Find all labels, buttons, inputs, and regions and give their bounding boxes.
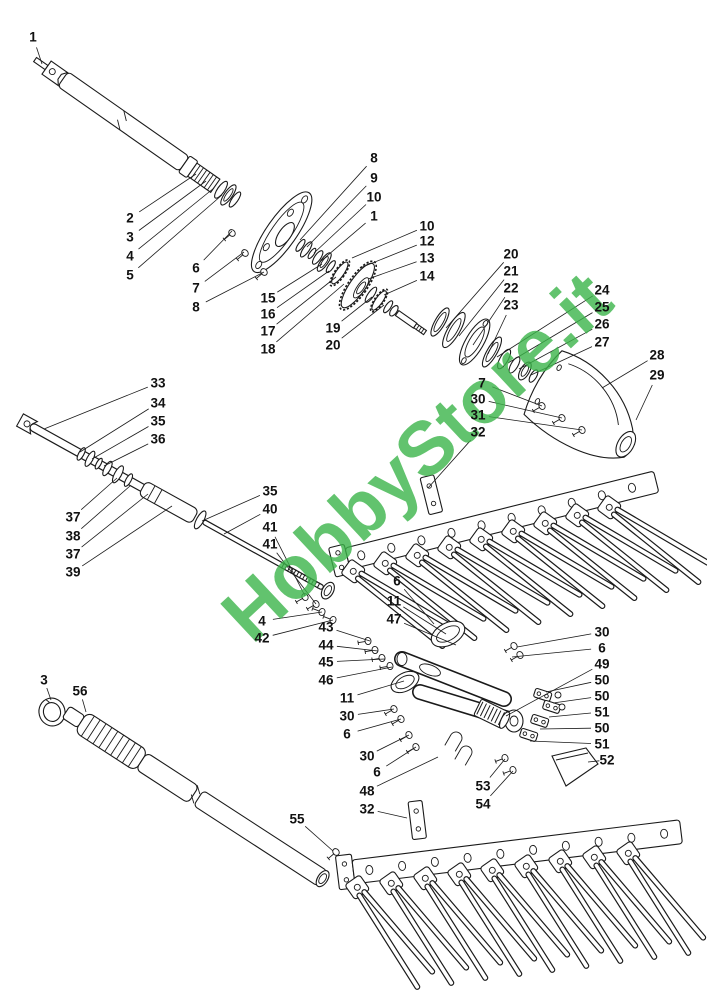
part-number-label-30: 30 xyxy=(339,708,355,724)
part-number-label-25: 25 xyxy=(594,299,610,315)
part-number-label-37: 37 xyxy=(65,546,81,562)
part-number-label-8: 8 xyxy=(370,150,378,166)
part-number-label-7: 7 xyxy=(192,280,200,296)
part-number-label-35: 35 xyxy=(150,413,166,429)
part-number-label-11: 11 xyxy=(386,593,402,609)
part-number-label-16: 16 xyxy=(260,306,276,322)
part-number-label-6: 6 xyxy=(343,726,351,742)
part-number-label-47: 47 xyxy=(386,611,402,627)
part-number-label-56: 56 xyxy=(72,683,88,699)
input-shaft-assembly xyxy=(32,56,428,336)
part-number-label-10: 10 xyxy=(419,218,435,234)
part-number-label-41: 41 xyxy=(262,519,278,535)
lever-assembly xyxy=(357,620,599,787)
leader-lines xyxy=(36,47,653,852)
part-number-label-20: 20 xyxy=(325,337,341,353)
part-number-label-30: 30 xyxy=(359,748,375,764)
part-number-label-45: 45 xyxy=(318,654,334,670)
part-number-label-51: 51 xyxy=(594,704,610,720)
part-number-label-34: 34 xyxy=(150,395,166,411)
part-number-label-51: 51 xyxy=(594,736,610,752)
part-number-label-12: 12 xyxy=(419,233,435,249)
part-number-label-52: 52 xyxy=(599,752,615,768)
part-number-label-54: 54 xyxy=(475,796,491,812)
part-number-label-6: 6 xyxy=(373,764,381,780)
part-number-label-48: 48 xyxy=(359,783,375,799)
part-number-label-31: 31 xyxy=(470,407,486,423)
part-number-label-7: 7 xyxy=(478,375,486,391)
part-number-label-13: 13 xyxy=(419,250,435,266)
part-number-label-6: 6 xyxy=(192,260,200,276)
part-number-label-32: 32 xyxy=(470,424,486,440)
part-number-label-26: 26 xyxy=(594,316,610,332)
part-number-label-5: 5 xyxy=(126,267,134,283)
part-number-label-23: 23 xyxy=(503,297,519,313)
part-number-label-32: 32 xyxy=(359,801,375,817)
part-number-label-3: 3 xyxy=(126,229,134,245)
part-number-label-44: 44 xyxy=(318,637,334,653)
part-number-label-3: 3 xyxy=(40,672,48,688)
lower-tine-bar-bracket xyxy=(407,799,427,841)
part-number-label-4: 4 xyxy=(126,248,134,264)
part-number-label-33: 33 xyxy=(150,375,166,391)
part-number-label-11: 11 xyxy=(339,690,355,706)
upper-tine-bar-bracket xyxy=(419,474,443,515)
part-number-label-9: 9 xyxy=(370,170,378,186)
part-number-label-30: 30 xyxy=(594,624,610,640)
part-number-label-35: 35 xyxy=(262,483,278,499)
part-number-label-28: 28 xyxy=(649,347,665,363)
part-number-label-24: 24 xyxy=(594,282,610,298)
part-number-label-55: 55 xyxy=(289,811,305,827)
part-number-label-49: 49 xyxy=(594,656,610,672)
part-number-label-10: 10 xyxy=(366,189,382,205)
part-number-label-19: 19 xyxy=(325,320,341,336)
lower-shaft-collar xyxy=(38,697,66,727)
part-number-label-6: 6 xyxy=(393,573,401,589)
part-number-label-8: 8 xyxy=(192,299,200,315)
part-number-label-36: 36 xyxy=(150,431,166,447)
part-number-label-2: 2 xyxy=(126,210,134,226)
part-number-label-27: 27 xyxy=(594,334,610,350)
part-number-label-1: 1 xyxy=(370,208,378,224)
part-number-label-37: 37 xyxy=(65,509,81,525)
part-number-label-42: 42 xyxy=(254,630,270,646)
lower-drive-shaft xyxy=(62,706,330,888)
part-number-label-50: 50 xyxy=(594,688,610,704)
part-number-label-1: 1 xyxy=(29,29,37,45)
part-number-label-50: 50 xyxy=(594,672,610,688)
part-number-label-30: 30 xyxy=(470,391,486,407)
part-number-label-46: 46 xyxy=(318,672,334,688)
part-number-label-53: 53 xyxy=(475,778,491,794)
part-number-label-4: 4 xyxy=(258,613,266,629)
part-number-label-50: 50 xyxy=(594,720,610,736)
part-number-label-21: 21 xyxy=(503,263,519,279)
part-number-label-20: 20 xyxy=(503,246,519,262)
part-number-label-14: 14 xyxy=(419,268,435,284)
part-number-label-40: 40 xyxy=(262,501,278,517)
part-number-label-15: 15 xyxy=(260,290,276,306)
part-number-label-6: 6 xyxy=(598,640,606,656)
part-number-label-18: 18 xyxy=(260,341,276,357)
part-number-label-17: 17 xyxy=(260,323,276,339)
part-number-label-43: 43 xyxy=(318,619,334,635)
part-number-label-29: 29 xyxy=(649,367,665,383)
part-number-label-38: 38 xyxy=(65,528,81,544)
part-number-label-41: 41 xyxy=(262,536,278,552)
part-number-label-22: 22 xyxy=(503,280,519,296)
part-number-label-39: 39 xyxy=(65,564,81,580)
